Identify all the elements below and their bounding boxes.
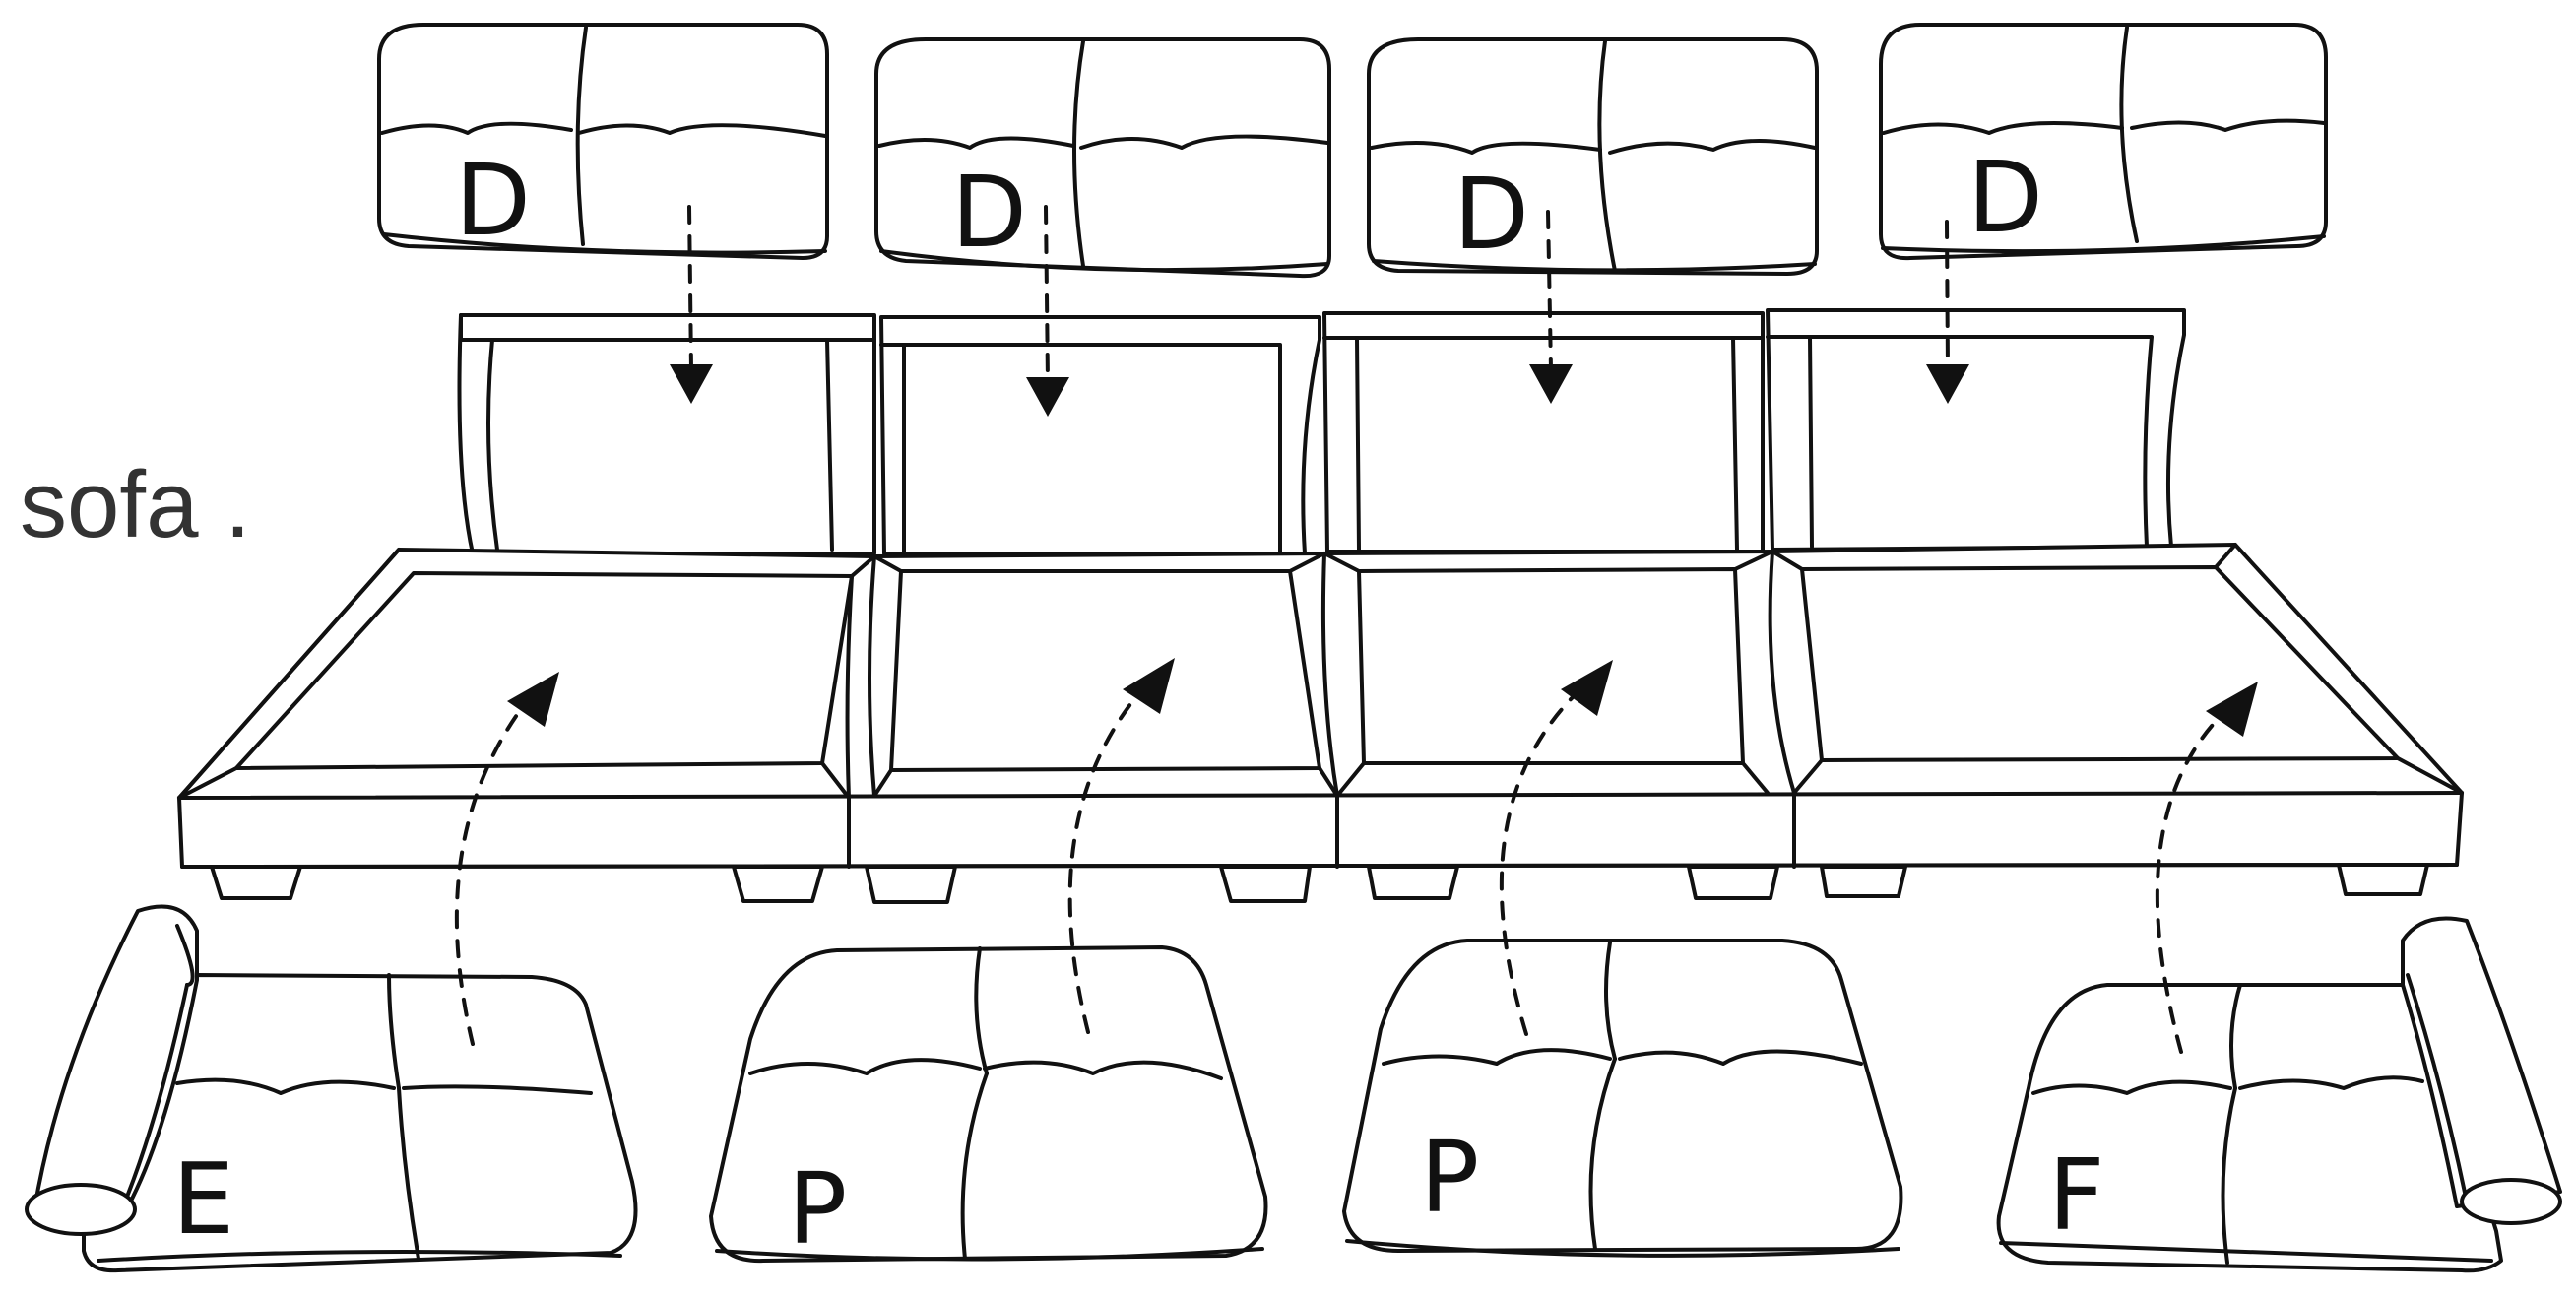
- label-seat-f: F: [2048, 1138, 2105, 1253]
- label-backrest-2: D: [951, 155, 1027, 270]
- label-backrest-1: D: [455, 143, 531, 258]
- backrest-cushion-1: [379, 25, 827, 258]
- label-seat-p-1: P: [788, 1151, 847, 1267]
- label-backrest-4: D: [1967, 140, 2043, 255]
- frame-back-panel-3: [1324, 313, 1763, 552]
- label-seat-e: E: [172, 1141, 234, 1257]
- backrest-cushion-2: [876, 39, 1329, 276]
- label-backrest-3: D: [1453, 157, 1529, 272]
- frame-back-panel-4: [1768, 310, 2184, 550]
- frame-legs: [212, 865, 2427, 902]
- diagram-title: sofa .: [20, 452, 251, 557]
- label-seat-p-2: P: [1420, 1120, 1479, 1235]
- frame-back-panel-2: [881, 317, 1320, 553]
- backrest-cushion-3: [1369, 39, 1817, 274]
- frame-back-panel-1: [460, 315, 875, 553]
- seat-cushion-e: [27, 907, 636, 1271]
